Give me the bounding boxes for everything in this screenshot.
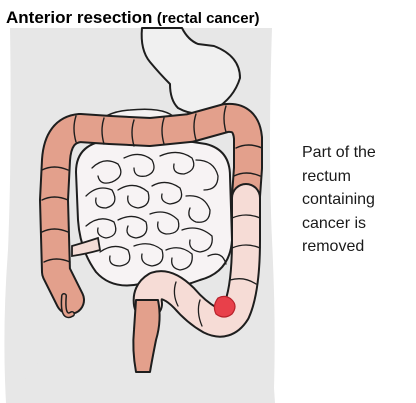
terminal-ileum — [71, 236, 102, 258]
rectum-remaining — [132, 299, 161, 373]
caption-line: Part of the — [302, 144, 376, 161]
title-sub: (rectal cancer) — [156, 10, 260, 27]
caption-line: removed — [302, 238, 365, 255]
pelvis-shading — [6, 340, 274, 403]
caption-line: cancer is — [302, 214, 367, 232]
colon-remaining — [39, 102, 263, 319]
title-main: Anterior resection — [6, 8, 153, 27]
caption-line: containing — [302, 191, 375, 208]
colon-removed-section — [132, 183, 261, 338]
tumor — [213, 295, 236, 318]
diagram-title: Anterior resection (rectal cancer) — [6, 8, 259, 28]
caption-line: rectum — [302, 167, 351, 185]
intestine-coils — [85, 151, 227, 271]
caption: Part of the rectum containing cancer is … — [302, 141, 412, 259]
